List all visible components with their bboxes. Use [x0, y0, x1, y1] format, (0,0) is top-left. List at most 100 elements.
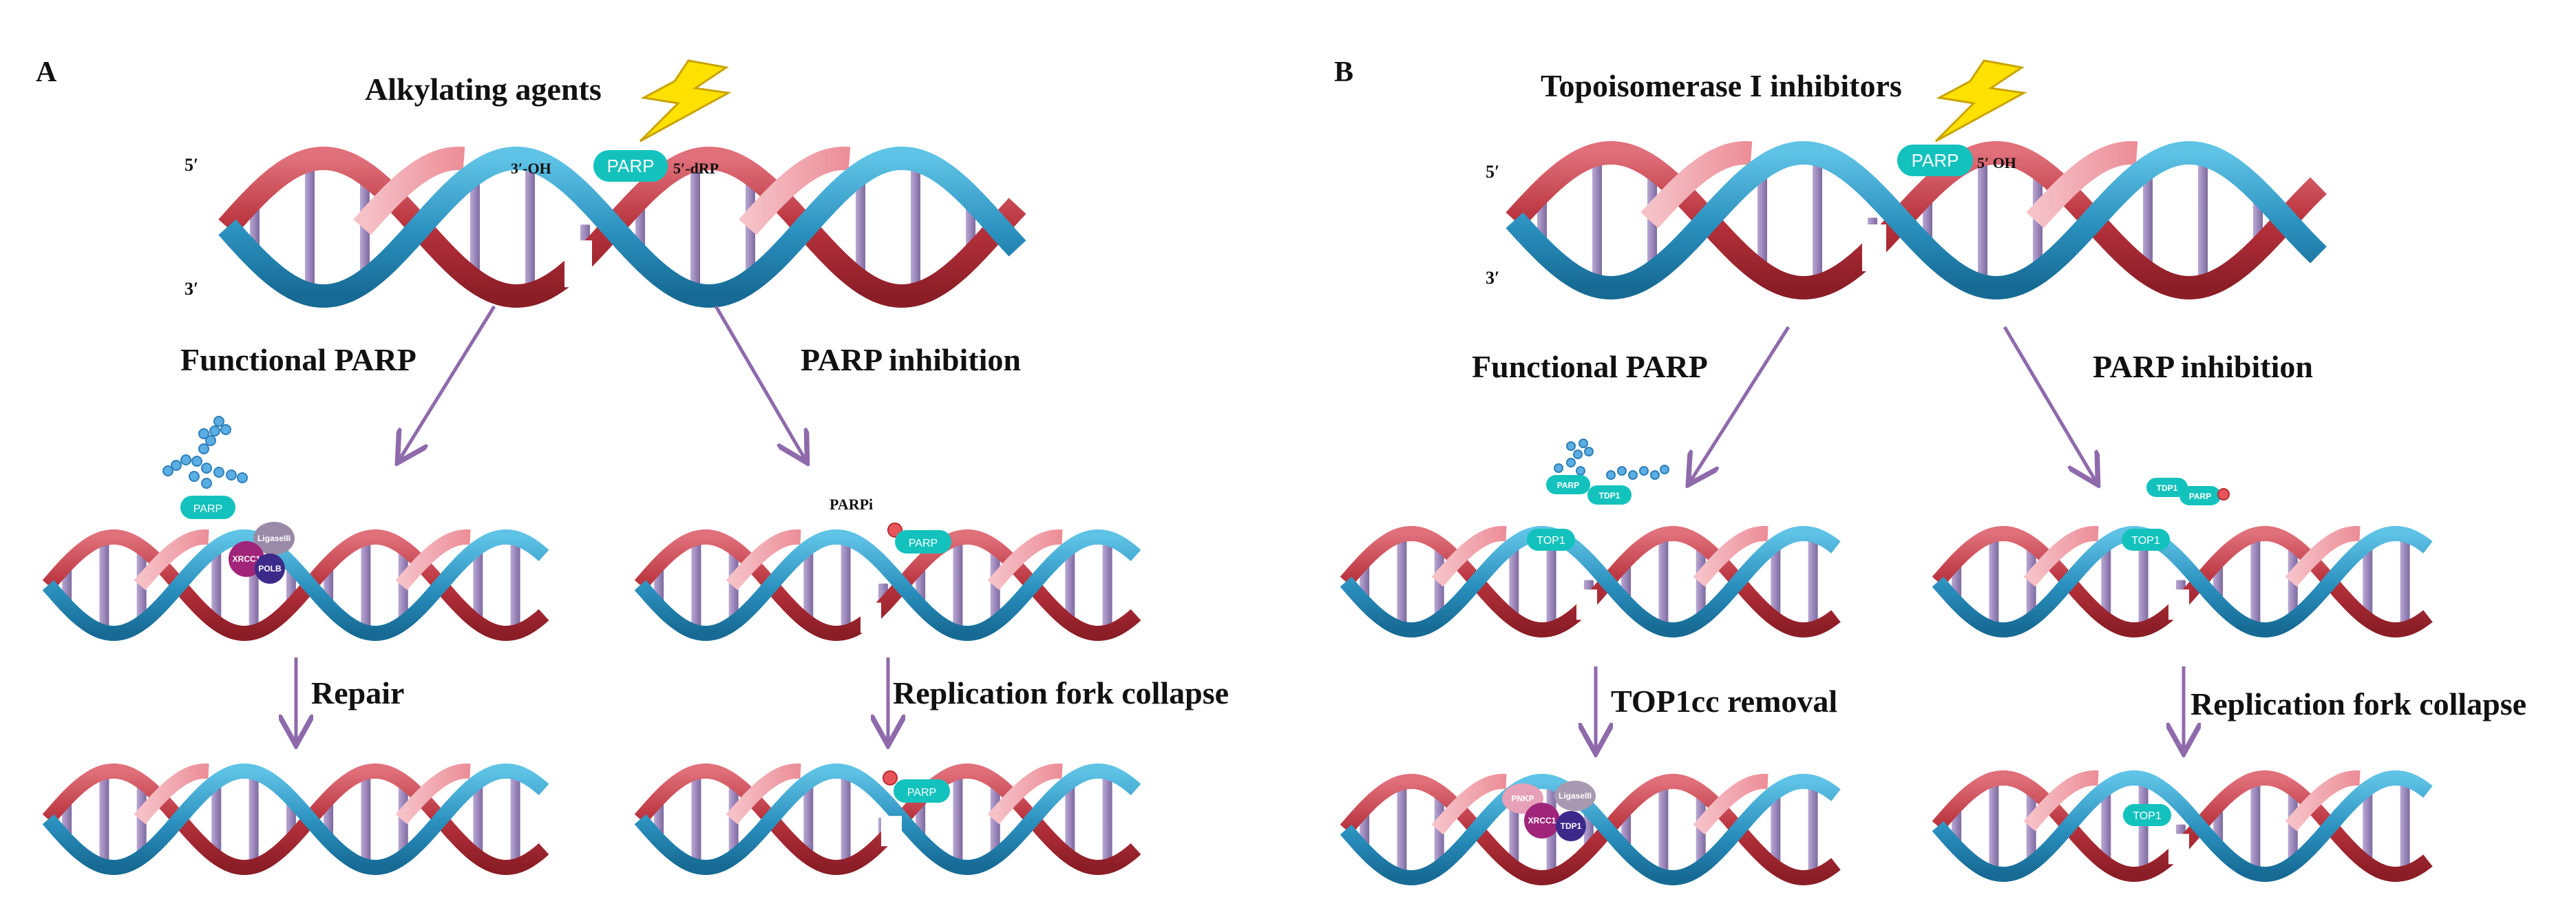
base-pair-rung: [1546, 538, 1556, 625]
helix-b-right-bottom-strand-pink: [2023, 770, 2099, 832]
base-pair-rung: [1065, 551, 1075, 619]
base-pair-rung: [2400, 538, 2410, 625]
top1-pill-trapped: TOP1: [2123, 804, 2171, 826]
panel-b-letter: B: [1334, 56, 1353, 88]
panel-b-functional-parp-label: Functional PARP: [1472, 349, 1708, 384]
base-pair-rung: [2143, 171, 2153, 269]
complex-tdp1-label: TDP1: [1599, 491, 1620, 500]
base-pair-rung: [1989, 538, 1999, 625]
xrcc1-label: XRCC1: [233, 554, 261, 564]
helix-b-left-bottom-strand-pink-2: [1693, 773, 1769, 835]
base-pair-rung: [911, 164, 920, 291]
helix-a-right-mid-strand-blue: [634, 529, 1141, 642]
base-pair-rung: [1397, 538, 1407, 625]
parp-top1-complex: PARP TDP1: [1546, 475, 1632, 505]
helix-a-right-mid-strand-pink: [726, 529, 801, 591]
panel-a-3prime-label: 3′: [184, 279, 198, 299]
base-pair-rung: [361, 776, 371, 863]
helix-b-right-bottom-break: [2168, 834, 2189, 865]
base-pair-rung: [510, 776, 520, 863]
helix-a-top: [218, 146, 1026, 308]
parp-pill-collapse: PARP: [894, 779, 950, 803]
helix-b-right-mid-break: [2168, 589, 2189, 620]
panel-a-letter: A: [36, 56, 57, 88]
base-pair-rung: [1808, 786, 1818, 873]
helix-b-left-mid-strand-pink-2: [1693, 525, 1769, 587]
base-pair-rung: [1808, 538, 1818, 625]
base-pair-rung: [2250, 538, 2261, 625]
base-pair-rung: [953, 542, 963, 629]
overlays: A Alkylating agents 5′ 3′ 3′-OH 5′-dRP P…: [36, 56, 2526, 841]
base-pair-rung: [211, 551, 222, 619]
parp-pill-collapse-label: PARP: [907, 787, 936, 799]
helix-b-right-bottom-base-pairs: [1952, 783, 2410, 869]
panel-b-parp-pill-label: PARP: [1912, 150, 1959, 171]
helix-a-left-mid-strand-pink-2: [395, 529, 471, 591]
helix-b-top-strand-pink-2: [2026, 140, 2138, 229]
helix-a-left-bottom-strand-blue: [42, 763, 549, 876]
base-pair-rung: [841, 776, 851, 863]
panel-a-3oh-label: 3′-OH: [511, 160, 551, 177]
base-pair-rung: [473, 551, 483, 619]
base-pair-rung: [1771, 796, 1781, 863]
repair-complex: LigaseIII XRCC1 POLB: [229, 522, 295, 584]
arrow-a-left: [399, 305, 496, 460]
helix-b-top-strand-blue: [1506, 140, 2327, 300]
base-pair-rung: [1978, 158, 1987, 282]
helix-a-left-mid-strand-blue: [42, 529, 549, 642]
helix-b-left-mid-strand-blue: [1340, 525, 1841, 638]
base-pair-rung: [691, 542, 701, 629]
base-pair-rung: [1102, 542, 1112, 629]
parp-pill-bound-label: PARP: [193, 503, 222, 515]
polb-label: POLB: [258, 564, 282, 573]
panel-a-parp-inhibition-label: PARP inhibition: [801, 342, 1021, 377]
base-pair-rung: [361, 542, 371, 629]
lightning-bolt-icon-b: [1934, 59, 2027, 143]
base-pair-rung: [305, 164, 315, 291]
helix-a-right-mid: [634, 529, 1141, 642]
helix-b-right-mid-strand-blue: [1932, 525, 2433, 638]
panel-b-parp-inhibition-label: PARP inhibition: [2093, 349, 2313, 384]
helix-b-top-base-pairs: [1537, 158, 2263, 282]
base-pair-rung: [856, 177, 865, 277]
base-pair-rung: [2101, 548, 2111, 615]
tdp1-pill-label: TDP1: [2157, 483, 2178, 493]
helix-a-top-break: [564, 240, 592, 288]
panel-b-5oh-label: 5′ OH: [1977, 154, 2016, 171]
base-pair-rung: [1989, 783, 1999, 869]
arrow-a-right: [714, 305, 805, 460]
par-chain-icon-b: [1554, 439, 1669, 480]
base-pair-rung: [249, 776, 259, 863]
helix-a-right-mid-strand-red: [634, 529, 1141, 642]
base-pair-rung: [691, 776, 701, 863]
ligase-label: LigaseIII: [257, 534, 291, 543]
complex-parp-label: PARP: [1557, 481, 1579, 490]
panel-b-replication-fork-collapse-label: Replication fork collapse: [2190, 686, 2526, 721]
parp-inhibitor-icon-2: [883, 770, 898, 786]
tdp1-b-label: TDP1: [1561, 821, 1582, 831]
helix-a-right-bottom-strand-blue: [634, 763, 1141, 876]
helix-b-right-bottom-strand-pink-2: [2285, 770, 2361, 832]
helix-a-left-bottom-strand-red: [42, 763, 549, 876]
base-pair-rung: [1658, 786, 1669, 873]
helix-a-top-strand-blue: [218, 146, 1026, 308]
base-pair-rung: [2138, 538, 2149, 625]
helix-b-right-mid-strand-pink-2: [2285, 525, 2361, 587]
pnkp-label: PNKP: [1511, 794, 1534, 803]
base-pair-rung: [803, 786, 814, 853]
base-pair-rung: [99, 542, 109, 629]
helix-b-left-mid: [1340, 525, 1841, 638]
base-pair-rung: [2198, 158, 2208, 282]
lightning-bolt-icon: [639, 59, 732, 143]
helix-b-left-bottom-strand-red: [1340, 773, 1841, 886]
helix-a-right-mid-strand-pink-2: [987, 529, 1063, 591]
helix-a-left-mid-strand-red: [42, 529, 549, 642]
panel-b-parp-pill: PARP: [1897, 145, 1973, 176]
base-pair-rung: [2363, 548, 2373, 615]
base-pair-rung: [2250, 783, 2261, 869]
parp-inhibitor-icon-b: [2217, 488, 2230, 500]
base-pair-rung: [841, 542, 851, 629]
helix-b-top-break: [1862, 224, 1886, 271]
helix-b-left-mid-base-pairs: [1360, 538, 1818, 625]
par-chain-icon: [162, 416, 248, 489]
